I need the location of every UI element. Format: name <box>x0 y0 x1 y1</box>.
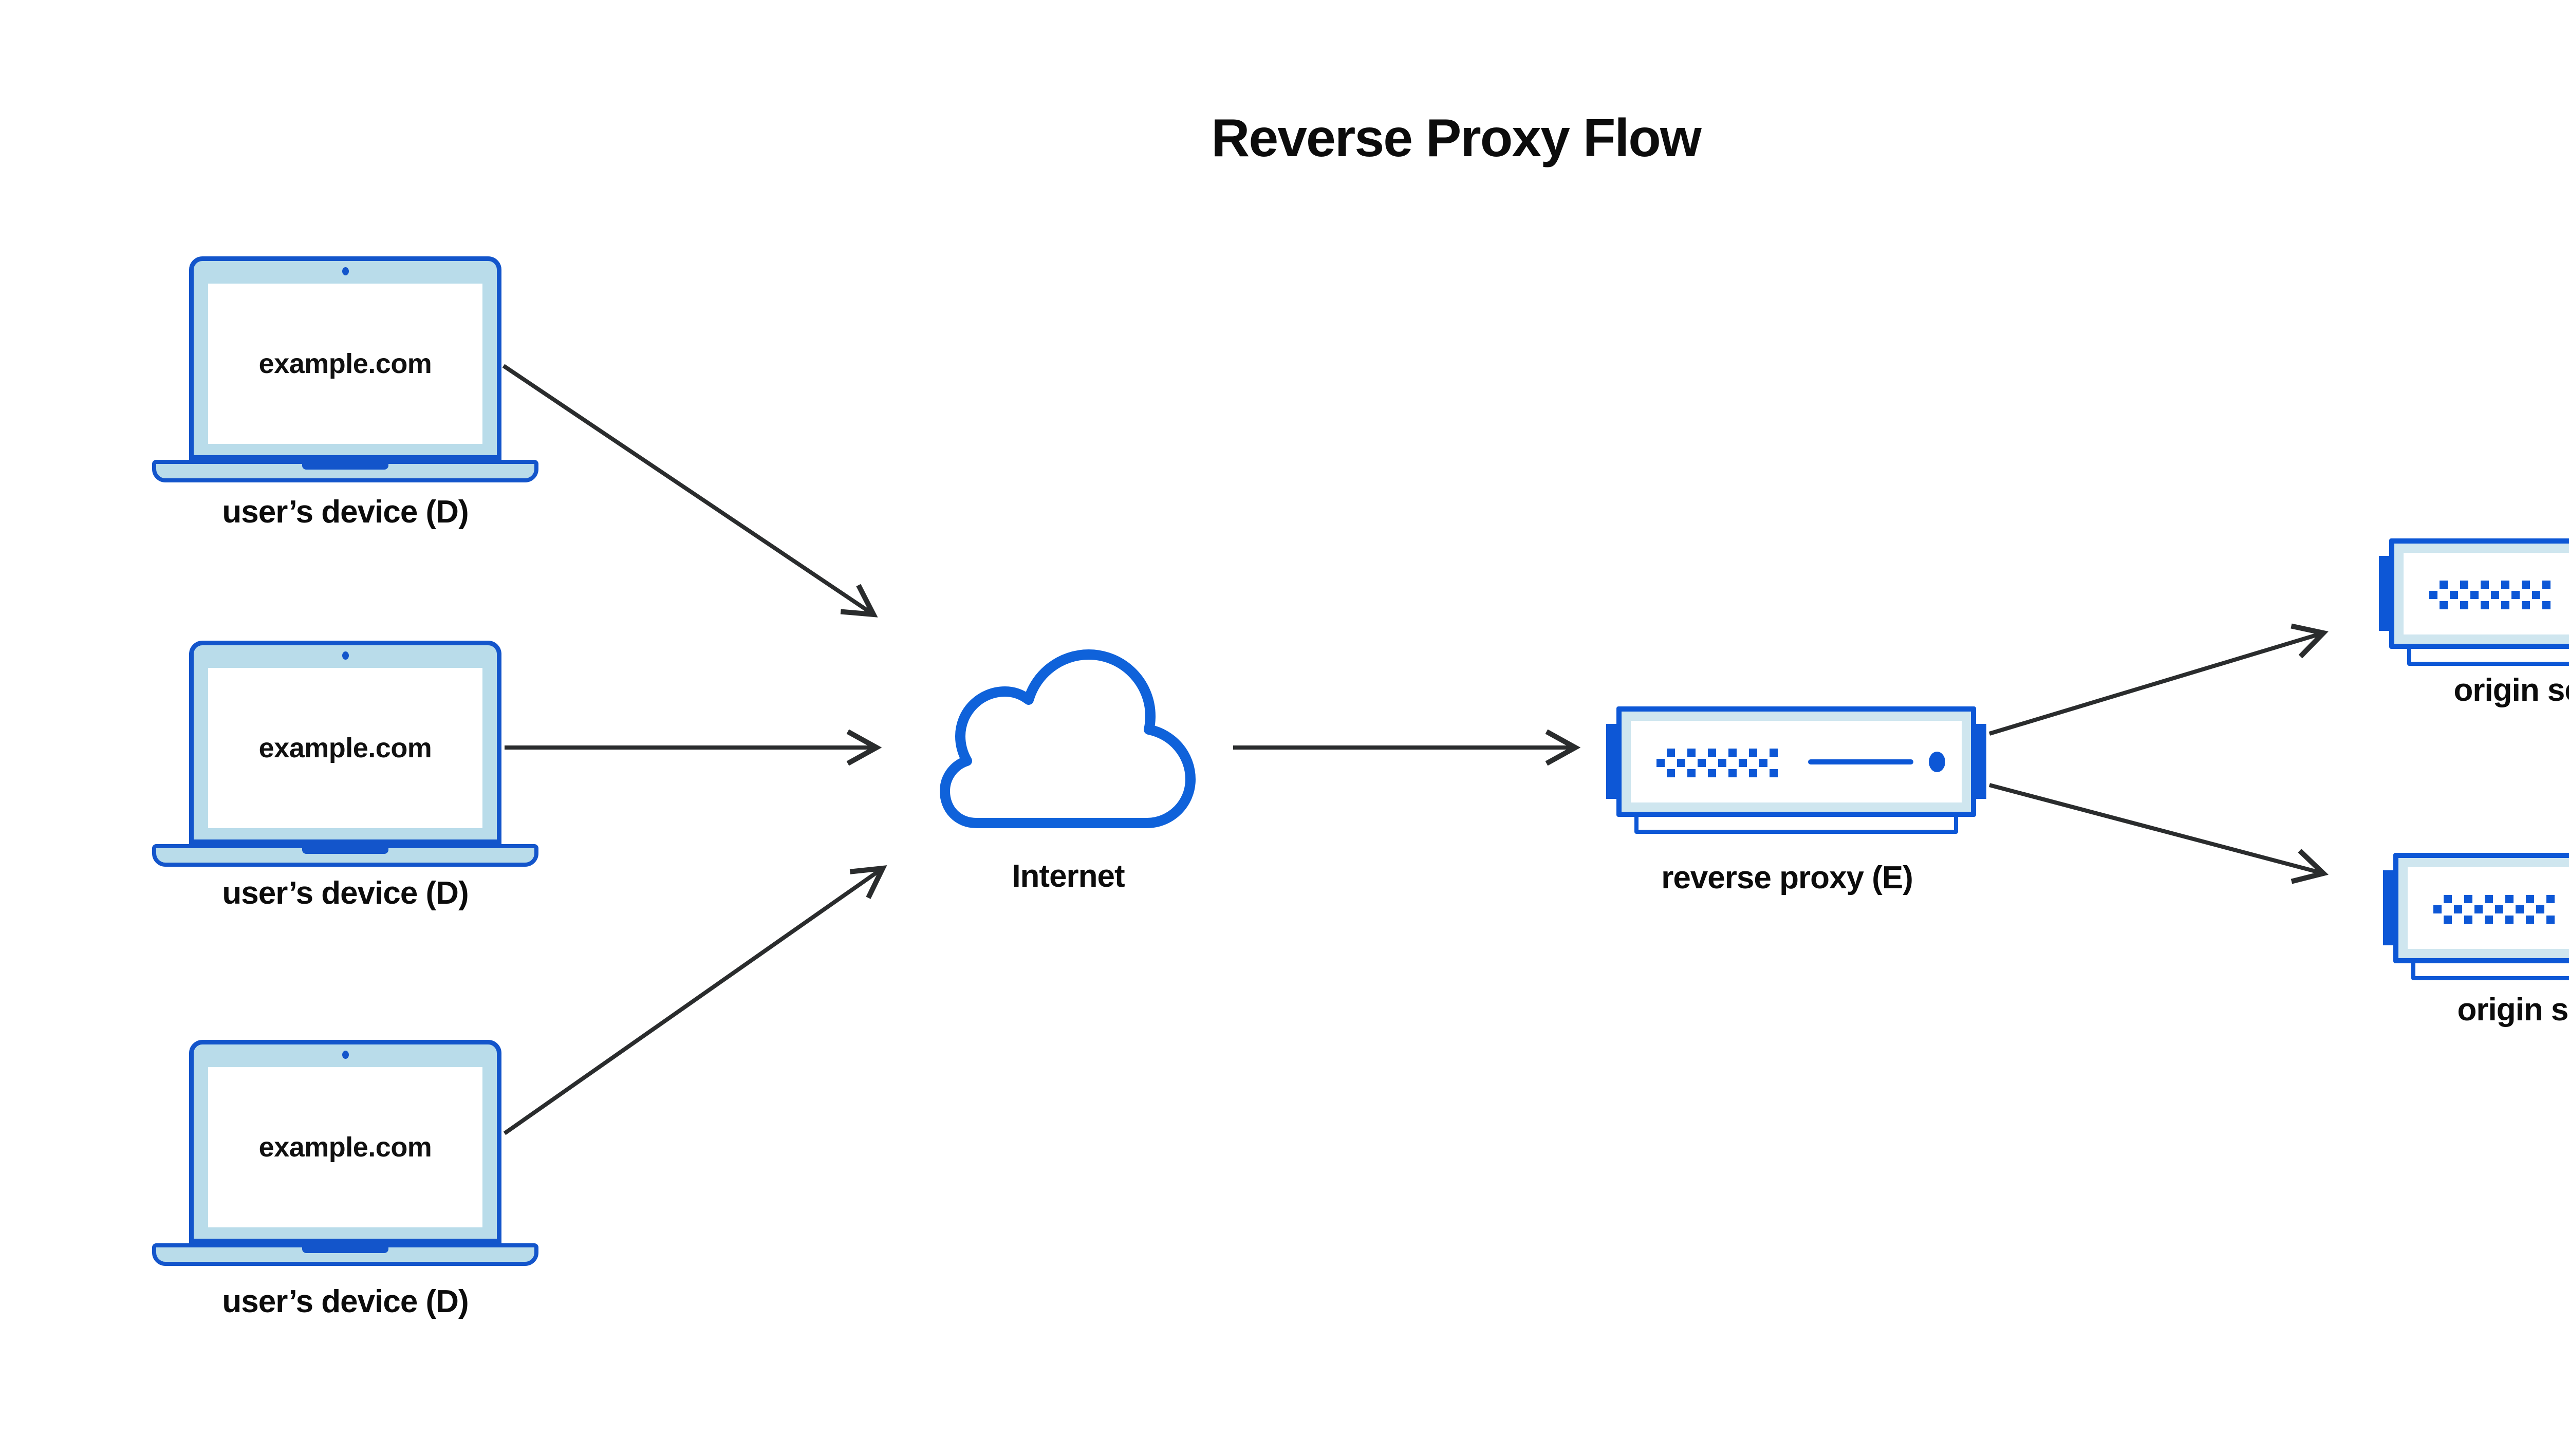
origin-server-icon <box>2383 853 2569 986</box>
power-button-dot <box>1929 751 1945 772</box>
server-front <box>2393 853 2569 963</box>
server-faceplate <box>2404 553 2569 634</box>
laptop1-label: user’s device (D) <box>222 494 469 530</box>
laptop-base <box>152 460 538 482</box>
server-faceplate <box>1631 721 1962 802</box>
camera-dot-icon <box>342 1051 349 1059</box>
cloud-shape <box>940 649 1196 828</box>
origin-server-icon <box>2379 538 2569 672</box>
laptop-icon: example.com <box>152 641 538 867</box>
laptop-base <box>152 1243 538 1266</box>
laptop-screen: example.com <box>189 641 501 844</box>
laptop-base <box>152 844 538 867</box>
laptop-screen: example.com <box>189 256 501 460</box>
server-front <box>1616 706 1976 817</box>
laptop-icon: example.com <box>152 1040 538 1266</box>
server-faceplate <box>2408 867 2569 949</box>
screen-url-text: example.com <box>258 733 432 763</box>
drive-slot-line <box>1808 759 1913 764</box>
arrow-proxy-to-origin1 <box>1988 623 2329 736</box>
arrow-proxy-to-origin2 <box>1988 783 2329 884</box>
screen-url-text: example.com <box>258 1132 432 1163</box>
hinge-notch <box>302 1247 388 1253</box>
laptop-display: example.com <box>208 668 482 828</box>
server-front <box>2389 538 2569 649</box>
screen-url-text: example.com <box>258 348 432 379</box>
diagram-title: Reverse Proxy Flow <box>1211 108 1701 168</box>
hinge-notch <box>302 848 388 854</box>
laptop-screen: example.com <box>189 1040 501 1243</box>
laptop-display: example.com <box>208 1067 482 1227</box>
arrow-device1-to-internet <box>502 364 878 618</box>
reverse-proxy-icon <box>1606 706 1986 840</box>
internet-cloud-icon <box>940 649 1196 828</box>
vent-dots-pattern <box>2433 892 2557 924</box>
internet-label: Internet <box>1012 858 1125 894</box>
laptop3-label: user’s device (D) <box>222 1284 469 1319</box>
laptop2-label: user’s device (D) <box>222 875 469 911</box>
origin-server2-label: origin server (F) <box>2457 992 2569 1028</box>
origin-server1-label: origin server (F) <box>2453 673 2569 708</box>
vent-dots-pattern <box>1656 746 1780 777</box>
vent-dots-pattern <box>2429 578 2553 609</box>
reverse-proxy-label: reverse proxy (E) <box>1661 860 1913 895</box>
laptop-display: example.com <box>208 284 482 444</box>
laptop-icon: example.com <box>152 256 538 482</box>
camera-dot-icon <box>342 267 349 275</box>
arrow-device3-to-internet <box>503 865 887 1135</box>
camera-dot-icon <box>342 651 349 660</box>
hinge-notch <box>302 463 388 470</box>
